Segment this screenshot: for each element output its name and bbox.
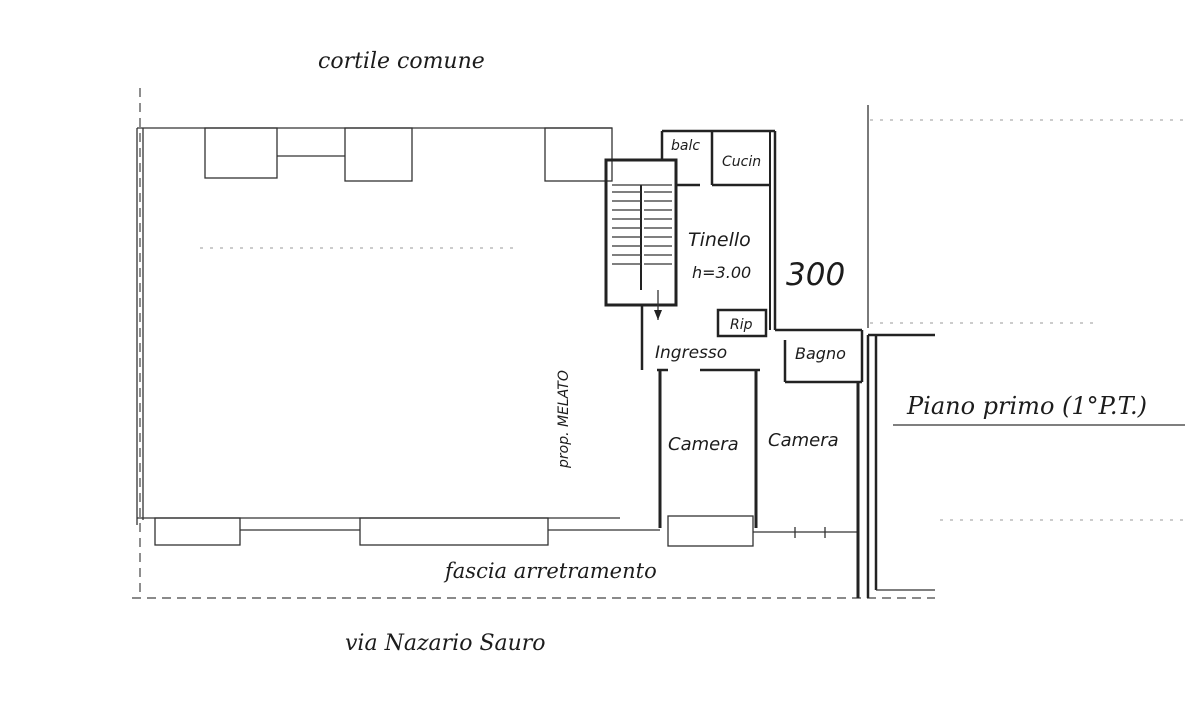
height-note: 300 (786, 257, 845, 293)
floor-label: Piano primo (1°P.T.) (906, 392, 1147, 420)
room-label-bathroom: Bagno (795, 344, 846, 363)
room-height-label: h=3.00 (692, 263, 751, 282)
street-windows (137, 515, 858, 547)
room-label-storage: Rip (730, 317, 753, 333)
setback-label: fascia arretramento (443, 559, 657, 583)
courtyard-label: cortile comune (318, 49, 485, 74)
labels: cortile comune via Nazario Sauro fascia … (318, 49, 1147, 656)
room-label-bedroom-2: Camera (768, 430, 839, 451)
room-label-bedroom-1: Camera (668, 434, 739, 455)
room-label-living: Tinello (688, 229, 751, 251)
room-label-entrance: Ingresso (655, 343, 727, 363)
staircase (604, 158, 678, 320)
neighbor-label: prop. MELATO (556, 370, 572, 469)
room-label-balcony: balc (671, 138, 700, 154)
apartment-walls (640, 129, 935, 598)
street-label: via Nazario Sauro (345, 631, 546, 656)
courtyard-windows (204, 127, 613, 182)
room-label-kitchen: Cucin (722, 154, 761, 170)
